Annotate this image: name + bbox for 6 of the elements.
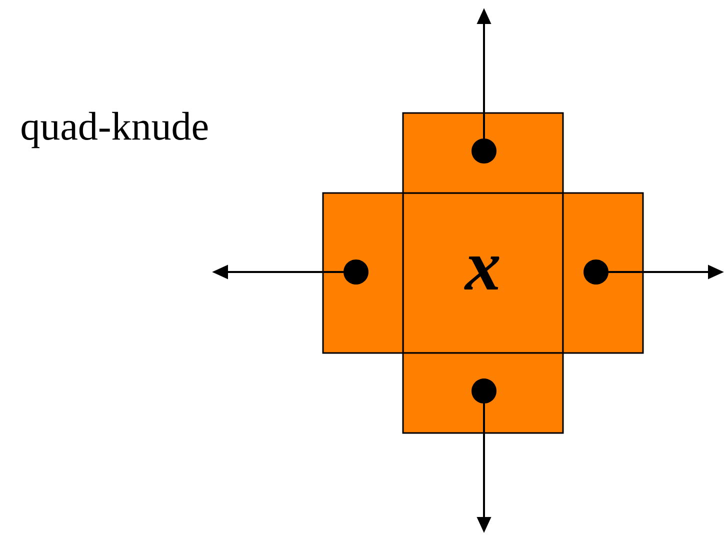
square-cell <box>402 112 564 194</box>
label: quad-knude <box>22 112 208 148</box>
center-cell: x <box>402 192 564 354</box>
square-cell <box>402 352 564 434</box>
square-cell <box>322 192 404 354</box>
square-cell <box>562 192 644 354</box>
